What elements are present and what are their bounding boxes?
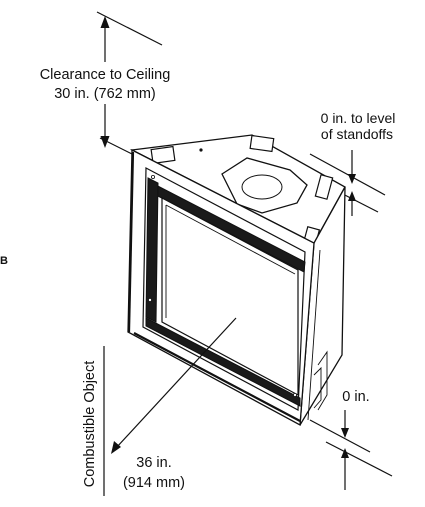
front-inner-frame: [142, 167, 306, 411]
combustible-object: Combustible Object: [82, 346, 105, 496]
standoff-arrowhead-up: [348, 191, 356, 201]
front-clearance-label-line1: 36 in.: [136, 455, 171, 471]
top-screw-3: [199, 148, 203, 152]
side-clearance-dimension: 0 in.: [309, 389, 393, 490]
standoff-bracket-top: [249, 134, 275, 153]
standoff-reference-line-top: [309, 153, 386, 196]
ceiling-reference-line: [96, 11, 163, 46]
ceiling-clearance-dimension: Clearance to Ceiling 30 in. (762 mm): [40, 11, 171, 163]
fireplace-unit: [127, 134, 346, 427]
side-vent-detail-2: [313, 366, 322, 409]
side-vent-detail: [317, 350, 328, 411]
standoff-label-line1: 0 in. to level: [321, 110, 396, 126]
margin-letter-mark: B: [0, 255, 8, 267]
ceiling-arrowhead-up: [100, 16, 110, 28]
front-left-edge: [127, 151, 135, 333]
front-screw-2: [147, 297, 152, 302]
firebox-left-post: [145, 177, 159, 323]
side-reference-line-top: [309, 419, 371, 453]
standoff-label-line2: of standoffs: [321, 126, 393, 142]
front-clearance-label-line2: (914 mm): [123, 475, 185, 491]
side-clearance-label: 0 in.: [342, 389, 369, 405]
ceiling-clearance-label-line1: Clearance to Ceiling: [40, 67, 171, 83]
front-screw-1: [150, 174, 155, 179]
side-reference-line-bottom: [325, 441, 393, 477]
glass-top-edge: [165, 204, 296, 275]
front-clearance-dimension: 36 in. (914 mm): [111, 317, 237, 491]
standoff-bracket-right: [314, 174, 334, 200]
standoff-arrowhead-down: [348, 174, 356, 184]
standoff-clearance-dimension: 0 in. to level of standoffs: [309, 110, 396, 216]
top-vent-collar: [241, 174, 283, 200]
combustible-object-label: Combustible Object: [82, 361, 98, 488]
side-arrowhead-down: [341, 428, 349, 438]
side-arrowhead-up: [341, 448, 349, 458]
firebox-glass: [161, 197, 299, 397]
ceiling-clearance-label-line2: 30 in. (762 mm): [54, 86, 156, 102]
ceiling-arrowhead-down: [100, 136, 110, 148]
standoff-bracket-left: [150, 145, 176, 165]
firebox-bottom-rail: [145, 317, 301, 407]
front-dimension-line: [115, 317, 237, 449]
front-lower-edge: [133, 332, 301, 422]
side-panel-edge: [307, 249, 321, 421]
front-screw-3: [292, 392, 297, 397]
front-arrowhead: [111, 441, 121, 454]
